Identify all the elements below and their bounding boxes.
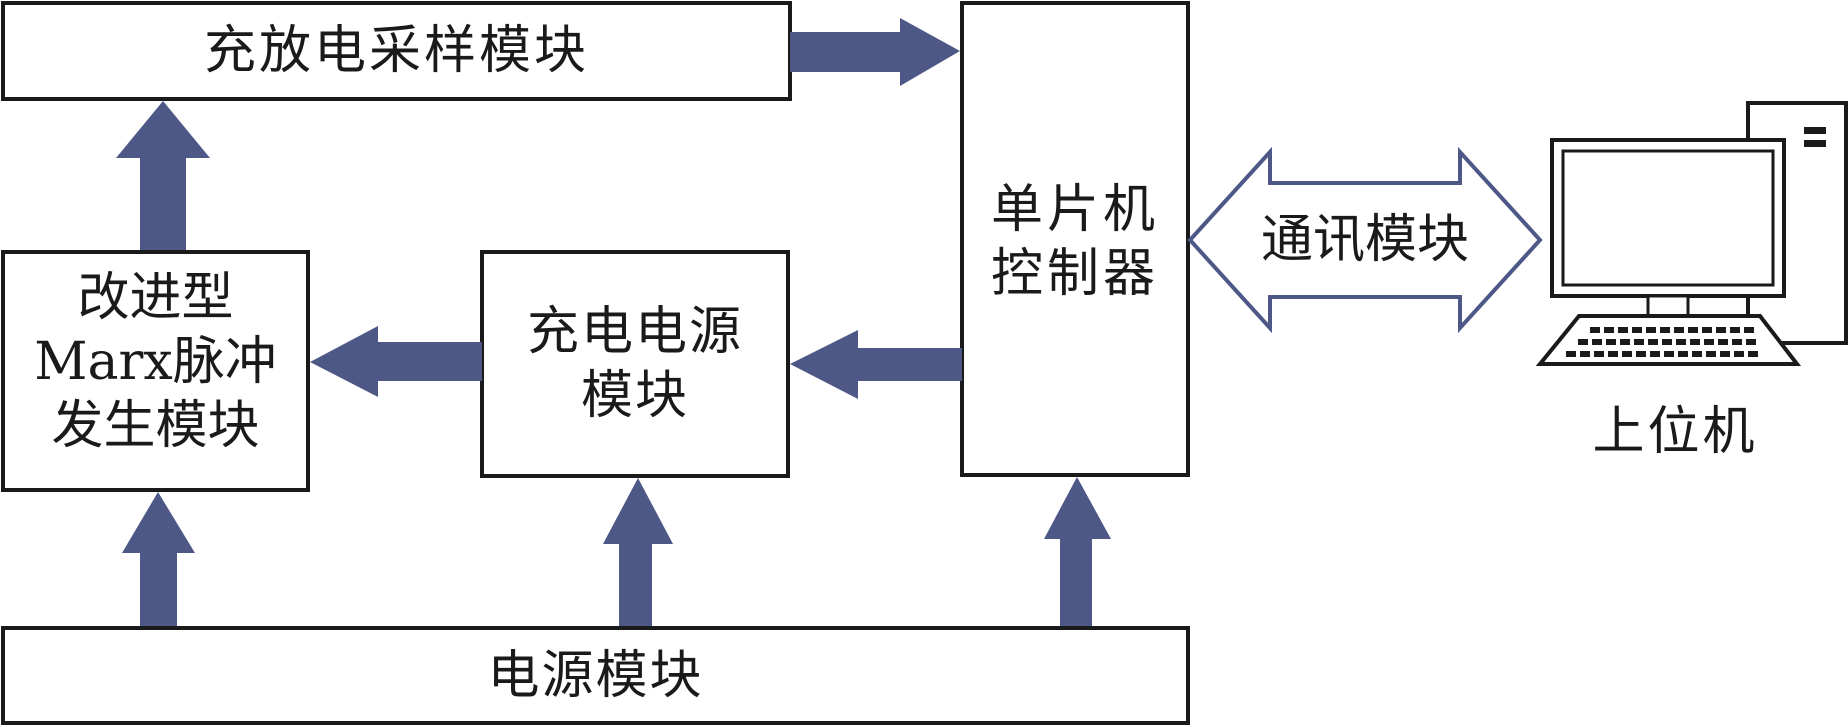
keyboard-key (1608, 351, 1618, 357)
keyboard-key (1606, 339, 1616, 345)
keyboard-key (1662, 339, 1672, 345)
keyboard-key (1732, 339, 1742, 345)
keyboard-key (1720, 351, 1730, 357)
keyboard-key (1622, 351, 1632, 357)
arrow-power-to-marx (122, 492, 195, 626)
keyboard-key (1664, 351, 1674, 357)
charging-power-label: 充电电源 模块 (526, 302, 743, 426)
keyboard-key (1690, 339, 1700, 345)
mcu-controller-label: 单片机 控制器 (990, 180, 1159, 304)
keyboard-key (1748, 351, 1758, 357)
keyboard-key (1692, 351, 1702, 357)
keyboard-key (1746, 339, 1756, 345)
keyboard-key (1716, 327, 1726, 333)
marx-module-label: 改进型 Marx脉冲 发生模块 (34, 268, 277, 456)
keyboard-key (1688, 327, 1698, 333)
arrow-power-to-mcu (1044, 477, 1111, 626)
keyboard-key (1678, 351, 1688, 357)
keyboard-key (1636, 351, 1646, 357)
keyboard-key (1594, 351, 1604, 357)
sampling-module-label: 充放电采样模块 (203, 21, 589, 81)
keyboard-key (1646, 327, 1656, 333)
keyboard-key (1718, 339, 1728, 345)
arrow-sampling-to-mcu (790, 18, 960, 86)
mcu-controller-box (960, 1, 1190, 477)
arrow-charging-to-marx (310, 326, 482, 397)
sampling-module-box (1, 1, 792, 101)
keyboard-keys (1566, 327, 1758, 357)
power-module-box (1, 626, 1190, 725)
keyboard-key (1650, 351, 1660, 357)
keyboard-key (1730, 327, 1740, 333)
arrow-mcu-to-charging (790, 330, 962, 399)
keyboard-key (1744, 327, 1754, 333)
keyboard-key (1734, 351, 1744, 357)
keyboard-key (1618, 327, 1628, 333)
keyboard-key (1578, 339, 1588, 345)
keyboard-key (1632, 327, 1642, 333)
keyboard-key (1704, 339, 1714, 345)
keyboard-key (1634, 339, 1644, 345)
host-pc-label: 上位机 (1592, 402, 1758, 462)
comm-double-arrow (1187, 146, 1543, 334)
marx-module-box (1, 250, 310, 492)
keyboard-key (1592, 339, 1602, 345)
power-module-label: 电源模块 (487, 646, 704, 706)
keyboard-key (1676, 339, 1686, 345)
keyboard-key (1660, 327, 1670, 333)
keyboard-key (1580, 351, 1590, 357)
desktop-computer-icon (1535, 101, 1848, 366)
charging-power-box (480, 250, 790, 478)
keyboard-key (1590, 327, 1600, 333)
keyboard-key (1674, 327, 1684, 333)
keyboard-key (1566, 351, 1576, 357)
keyboard-key (1620, 339, 1630, 345)
arrow-marx-to-sampling (116, 101, 210, 250)
keyboard-key (1604, 327, 1614, 333)
keyboard-key (1648, 339, 1658, 345)
arrow-power-to-charging (603, 478, 673, 626)
keyboard-key (1706, 351, 1716, 357)
comm-module-label: 通讯模块 (1260, 210, 1469, 270)
keyboard-key (1702, 327, 1712, 333)
